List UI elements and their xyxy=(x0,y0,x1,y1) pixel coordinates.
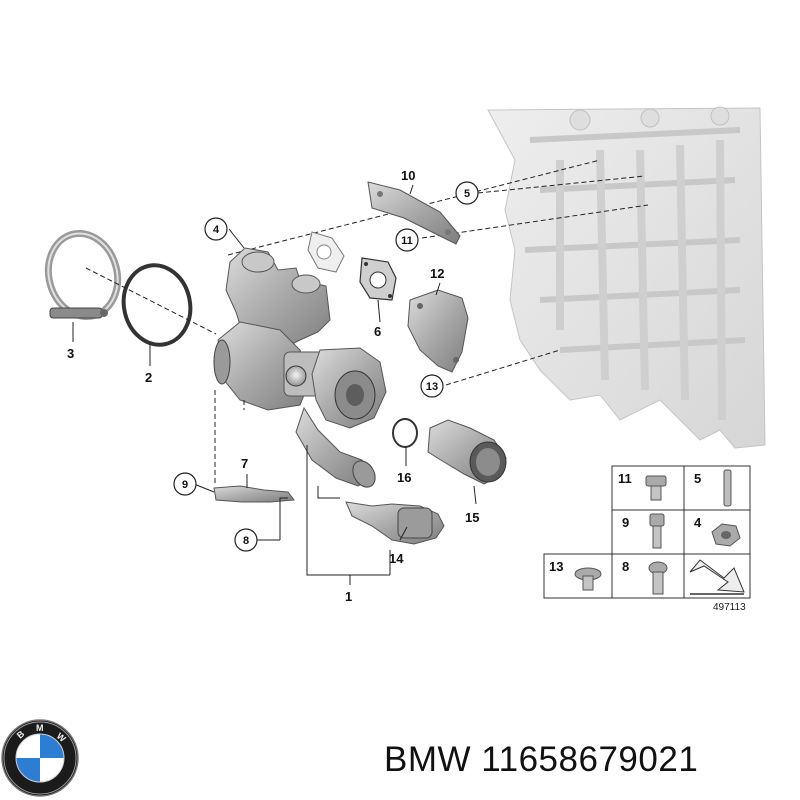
logo-letter-b: B xyxy=(15,728,27,740)
reusable-arrow-icon xyxy=(689,559,745,595)
charge-pipe-part xyxy=(427,419,507,485)
svg-text:9: 9 xyxy=(182,479,188,491)
callout-4: 4 xyxy=(204,217,228,241)
turbo-heat-shield-part xyxy=(407,289,469,373)
wastegate-actuator-part xyxy=(345,501,445,545)
callout-11: 11 xyxy=(395,228,419,252)
stud-bolt-icon xyxy=(723,469,732,507)
collar-bolt-icon xyxy=(648,561,668,595)
callout-2: 2 xyxy=(145,370,152,385)
table-cell-5: 5 xyxy=(694,471,701,486)
support-bracket-part xyxy=(213,485,295,503)
leader-lines xyxy=(72,184,477,585)
socket-bolt-icon xyxy=(649,513,665,549)
flange-bolt-icon xyxy=(645,475,667,501)
table-cell-8: 8 xyxy=(622,559,629,574)
guide-line xyxy=(421,204,649,239)
callout-8: 8 xyxy=(234,528,258,552)
callout-15: 15 xyxy=(465,510,479,525)
callout-9: 9 xyxy=(173,472,197,496)
flange-gasket-part xyxy=(359,257,397,301)
table-cell-13: 13 xyxy=(549,559,563,574)
table-cell-9: 9 xyxy=(622,515,629,530)
callout-7: 7 xyxy=(241,456,248,471)
diagram-reference-number: 497113 xyxy=(713,602,746,613)
engine-block xyxy=(487,106,766,449)
bmw-logo: B M W xyxy=(1,719,79,797)
logo-letter-m: M xyxy=(36,723,44,733)
callout-5: 5 xyxy=(455,181,479,205)
svg-text:11: 11 xyxy=(401,235,413,247)
guide-line xyxy=(477,175,646,194)
callout-3: 3 xyxy=(67,346,74,361)
callout-16: 16 xyxy=(397,470,411,485)
table-cell-4: 4 xyxy=(694,515,702,530)
svg-text:8: 8 xyxy=(243,535,249,547)
callout-12: 12 xyxy=(430,266,444,281)
heat-shield-part xyxy=(367,181,461,245)
callout-10: 10 xyxy=(401,168,415,183)
manifold-gasket-part xyxy=(307,231,345,273)
callout-6: 6 xyxy=(374,324,381,339)
turbocharger-assembly xyxy=(213,247,387,488)
svg-text:5: 5 xyxy=(464,188,470,200)
callout-14: 14 xyxy=(389,551,404,566)
hex-nut-icon xyxy=(711,523,741,547)
fastener-table: 11 5 9 4 13 8 xyxy=(543,465,751,599)
torx-bolt-icon xyxy=(574,567,602,591)
part-number-caption: BMW 11658679021 xyxy=(384,740,699,779)
sealing-ring-part xyxy=(121,263,193,347)
callout-1: 1 xyxy=(345,589,352,604)
callout-13: 13 xyxy=(420,374,444,398)
guide-line xyxy=(445,349,561,386)
svg-text:13: 13 xyxy=(426,381,438,393)
svg-text:4: 4 xyxy=(213,224,220,236)
o-ring-part xyxy=(392,418,418,448)
table-cell-11: 11 xyxy=(618,471,632,486)
clamp-part xyxy=(44,229,122,321)
